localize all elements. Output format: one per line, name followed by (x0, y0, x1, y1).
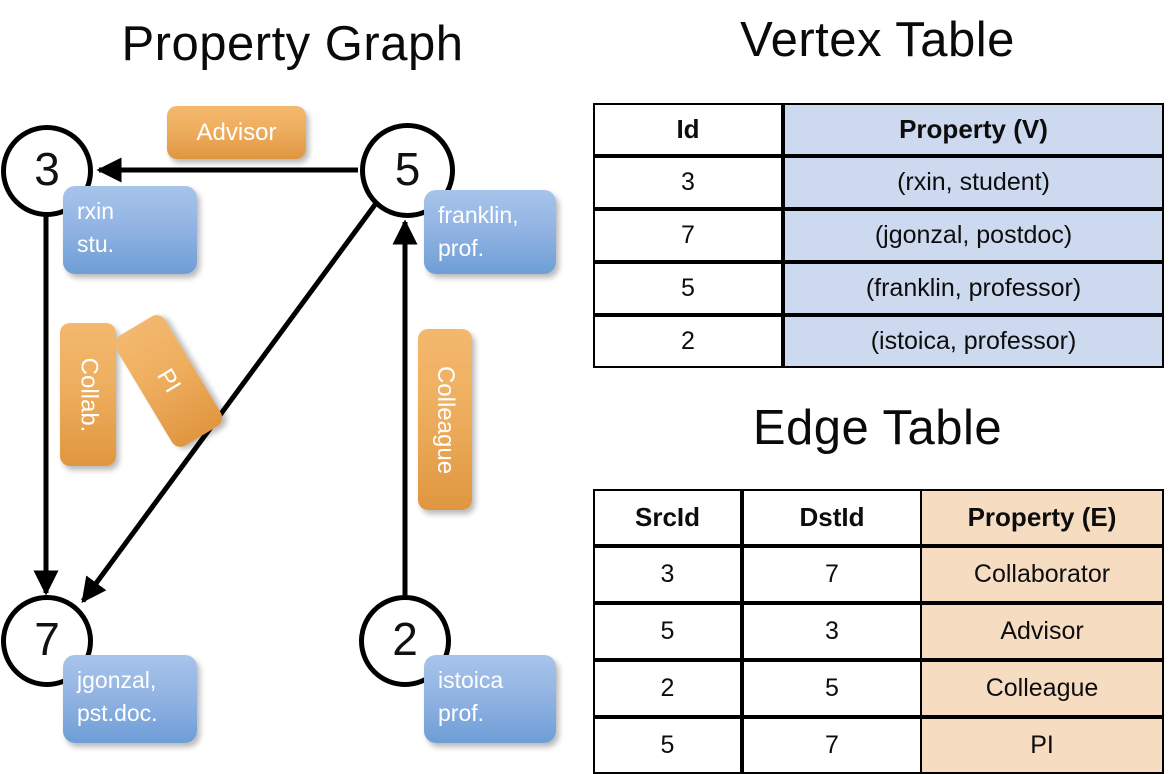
graph-node-3-label: 3 (34, 143, 60, 195)
edge-table-header-srcid: SrcId (593, 489, 742, 546)
graph-node-2-label: 2 (392, 613, 418, 665)
edge-table-cell-srcid: 2 (593, 660, 742, 717)
table-row: Advisor (920, 603, 1164, 660)
edge-label-colleague-text: Colleague (432, 365, 459, 474)
table-row: (franklin, professor) (783, 262, 1164, 315)
edge-table-cell-srcid: 5 (593, 603, 742, 660)
vertex-property-box-5: franklin, prof. (424, 190, 556, 274)
edge-5-to-7-pi (80, 200, 380, 604)
edge-table-cell-srcid: 5 (593, 717, 742, 774)
vertex-table-cell-property: (istoica, professor) (783, 315, 1164, 368)
edge-table-property-column: Property (E) Collaborator Advisor Collea… (920, 489, 1164, 774)
table-row: PI (920, 717, 1164, 774)
graph-node-7-label: 7 (34, 613, 60, 665)
edge-table-header-dstid: DstId (742, 489, 922, 546)
table-row: 2 (593, 315, 783, 368)
edge-table-cell-dstid: 7 (742, 546, 922, 603)
vertex-table-cell-id: 7 (593, 209, 783, 262)
edge-label-colleague: Colleague (418, 329, 472, 510)
vertex-property-box-3-line2: stu. (77, 231, 115, 258)
vertex-property-box-3: rxin stu. (63, 186, 197, 274)
table-header-row: Property (V) (783, 103, 1164, 156)
table-row: 5 3 (593, 603, 922, 660)
table-row: (istoica, professor) (783, 315, 1164, 368)
vertex-table-cell-property: (jgonzal, postdoc) (783, 209, 1164, 262)
vertex-table-header-id: Id (593, 103, 783, 156)
edge-label-advisor-text: Advisor (196, 118, 277, 146)
vertex-table-cell-id: 3 (593, 156, 783, 209)
vertex-table-cell-id: 2 (593, 315, 783, 368)
edge-table-cell-property: PI (920, 717, 1164, 774)
vertex-property-box-7: jgonzal, pst.doc. (63, 655, 197, 743)
vertex-property-box-3-line1: rxin (77, 198, 115, 224)
table-row: Colleague (920, 660, 1164, 717)
table-row: (rxin, student) (783, 156, 1164, 209)
table-header-row: Property (E) (920, 489, 1164, 546)
table-row: Collaborator (920, 546, 1164, 603)
edge-table-cell-property: Collaborator (920, 546, 1164, 603)
edge-label-pi-text: PI (151, 364, 187, 398)
table-header-row: Id (593, 103, 783, 156)
table-row: 5 7 (593, 717, 922, 774)
edge-table-cell-property: Colleague (920, 660, 1164, 717)
edge-table-header-property: Property (E) (920, 489, 1164, 546)
vertex-property-box-5-line2: prof. (438, 235, 485, 262)
graph-edges-layer (33, 157, 418, 604)
vertex-table-property-column: Property (V) (rxin, student) (jgonzal, p… (783, 103, 1164, 368)
vertex-table-cell-property: (rxin, student) (783, 156, 1164, 209)
edge-table-cell-dstid: 5 (742, 660, 922, 717)
vertex-property-box-7-line2: pst.doc. (77, 700, 158, 727)
edge-label-collab-text: Collab. (75, 357, 102, 432)
table-row: 3 7 (593, 546, 922, 603)
table-row: 7 (593, 209, 783, 262)
graph-node-5[interactable]: 5 (360, 123, 455, 218)
vertex-table-cell-id: 5 (593, 262, 783, 315)
table-row: 2 5 (593, 660, 922, 717)
vertex-table-cell-property: (franklin, professor) (783, 262, 1164, 315)
graph-node-2[interactable]: 2 (359, 595, 451, 687)
page-title-property-graph: Property Graph (121, 17, 464, 71)
vertex-table-id-column: Id 3 7 5 2 (593, 103, 783, 368)
edge-label-advisor: Advisor (167, 106, 306, 159)
vertex-property-box-5-line1: franklin, (438, 202, 519, 228)
table-header-row: SrcId DstId (593, 489, 922, 546)
vertex-table-header-property: Property (V) (783, 103, 1164, 156)
page-title-vertex-table: Vertex Table (740, 13, 1015, 67)
graph-node-5-label: 5 (394, 142, 421, 195)
edge-table-id-columns: SrcId DstId 3 7 5 3 2 5 5 7 (593, 489, 922, 774)
table-row: 5 (593, 262, 783, 315)
edge-label-collab: Collab. (60, 323, 116, 466)
vertex-property-box-2-line1: istoica (438, 667, 504, 693)
vertex-property-box-2: istoica prof. (424, 655, 556, 743)
edge-table-cell-dstid: 7 (742, 717, 922, 774)
vertex-property-box-2-line2: prof. (438, 700, 485, 727)
edge-table-cell-dstid: 3 (742, 603, 922, 660)
edge-table-cell-property: Advisor (920, 603, 1164, 660)
table-row: 3 (593, 156, 783, 209)
vertex-property-box-7-line1: jgonzal, (77, 667, 157, 693)
table-row: (jgonzal, postdoc) (783, 209, 1164, 262)
page-title-edge-table: Edge Table (752, 401, 1003, 455)
edge-table-cell-srcid: 3 (593, 546, 742, 603)
